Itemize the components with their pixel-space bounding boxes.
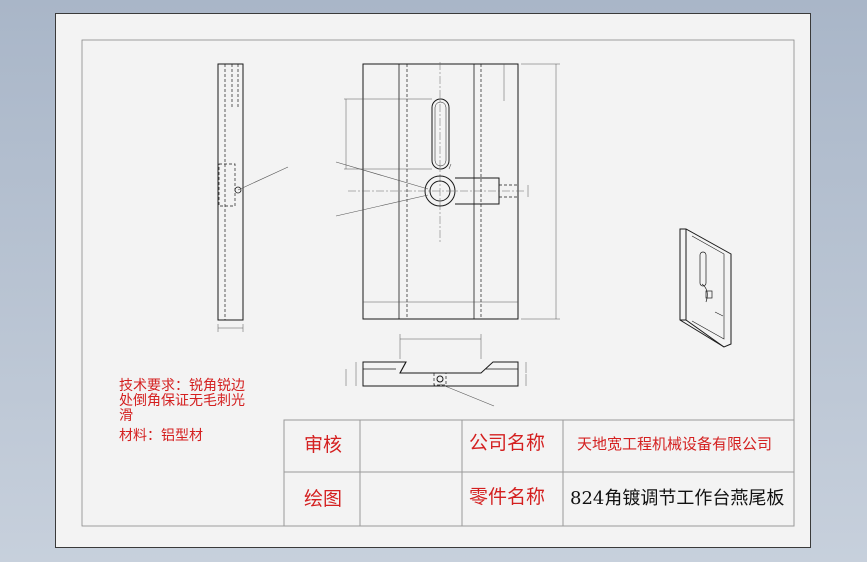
drawing-sheet: 技术要求：锐角锐边 处倒角保证无毛刺光 滑 材料：铝型材 审核 绘图 公司名称 … <box>55 13 811 548</box>
company-name: 天地宽工程机械设备有限公司 <box>577 435 773 453</box>
bottom-view <box>345 334 527 407</box>
company-label: 公司名称 <box>469 432 546 454</box>
draw-label: 绘图 <box>304 488 343 510</box>
front-view <box>335 62 560 320</box>
material-label: 材料：铝型材 <box>119 428 203 444</box>
part-name-label: 零件名称 <box>469 486 546 508</box>
drawing-canvas <box>81 39 795 527</box>
part-name: 824角镀调节工作台燕尾板 <box>570 488 785 509</box>
review-label: 审核 <box>304 434 343 456</box>
tech-req-line1: 技术要求：锐角锐边 <box>119 378 245 394</box>
side-view <box>217 63 289 332</box>
tech-req-line2: 处倒角保证无毛刺光 <box>119 393 245 409</box>
isometric-view <box>679 228 732 348</box>
title-block-grid <box>283 419 795 527</box>
tech-req-line3: 滑 <box>119 408 133 424</box>
